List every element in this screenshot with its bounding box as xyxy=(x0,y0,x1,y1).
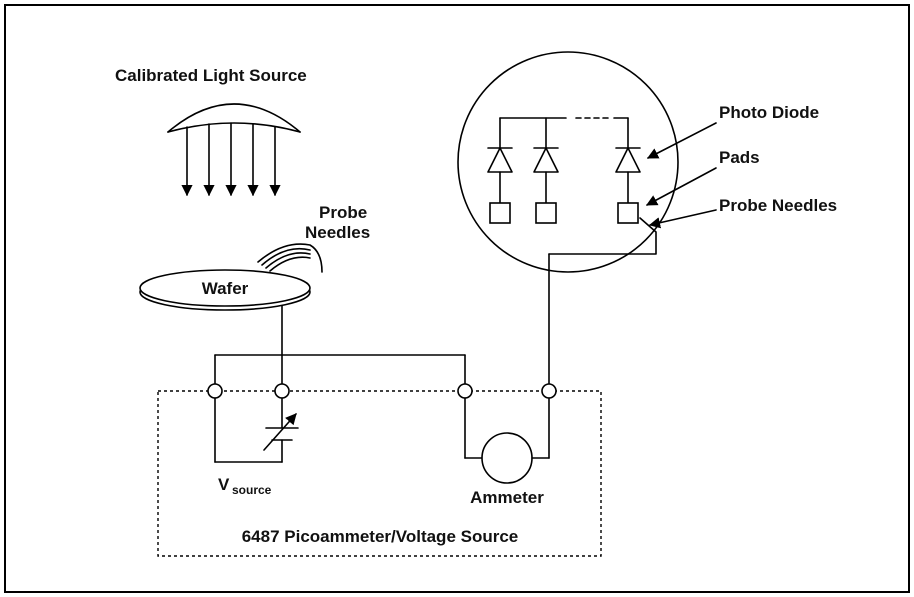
pad xyxy=(535,202,557,224)
light-source-lamp xyxy=(167,103,301,133)
terminal xyxy=(274,383,290,399)
photo-diode-arrow xyxy=(647,122,717,159)
wafer-label: Wafer xyxy=(202,279,249,298)
magnified-view-circle xyxy=(457,51,679,273)
pads-label: Pads xyxy=(719,148,760,167)
ammeter xyxy=(464,397,550,484)
photo-diode xyxy=(533,117,559,204)
photo-diode xyxy=(615,117,641,204)
instrument-label: 6487 Picoammeter/Voltage Source xyxy=(242,527,519,546)
instrument-enclosure xyxy=(157,390,602,557)
photo-diode-label: Photo Diode xyxy=(719,103,819,122)
pads-arrow xyxy=(646,167,717,206)
figure-border xyxy=(4,4,910,593)
photo-diode xyxy=(487,117,513,204)
probe-needles-right-label: Probe Needles xyxy=(719,196,837,215)
probe-needles-arrow xyxy=(648,209,717,229)
diode-array xyxy=(487,117,657,255)
pad xyxy=(489,202,511,224)
light-rays xyxy=(181,122,281,197)
wafer xyxy=(139,269,311,311)
vsource-subscript: source xyxy=(232,483,272,497)
ammeter-label: Ammeter xyxy=(470,488,544,507)
circuit-wires xyxy=(214,253,550,385)
terminal xyxy=(457,383,473,399)
terminal xyxy=(207,383,223,399)
probe-needles-label-line2: Needles xyxy=(305,223,370,242)
light-source-label: Calibrated Light Source xyxy=(115,66,307,85)
vsource-label: V xyxy=(218,475,230,494)
probe-needle xyxy=(548,217,657,255)
voltage-source xyxy=(214,397,299,463)
probe-needles-label-line1: Probe xyxy=(319,203,367,222)
pad xyxy=(617,202,639,224)
terminal xyxy=(541,383,557,399)
probe-needles-icon xyxy=(257,243,323,273)
